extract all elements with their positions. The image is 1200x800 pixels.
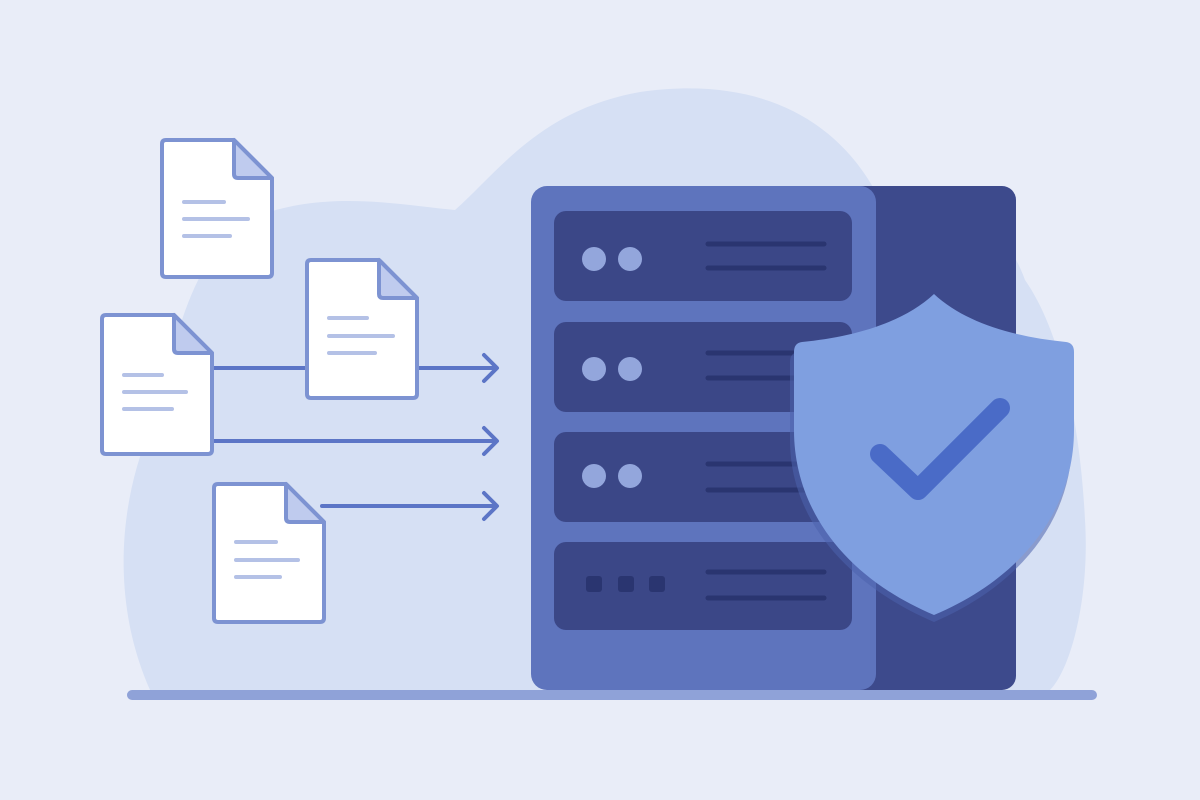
status-light [618,464,642,488]
ground-line [127,690,1097,700]
document-icon [160,138,274,279]
server-unit [554,542,852,630]
document-icon [305,258,419,400]
status-light [582,464,606,488]
drive-bay [586,576,602,592]
status-light [618,247,642,271]
server-unit [554,211,852,301]
drive-bay [618,576,634,592]
status-light [582,247,606,271]
document-icon [212,482,326,624]
status-light [618,357,642,381]
drive-bay [649,576,665,592]
arrow-right-icon [210,426,499,456]
document-icon [100,313,214,456]
arrow-right-icon [320,491,499,521]
shield-check-icon [790,294,1074,622]
status-light [582,357,606,381]
checkmark [870,398,1010,500]
shield [794,294,1074,615]
